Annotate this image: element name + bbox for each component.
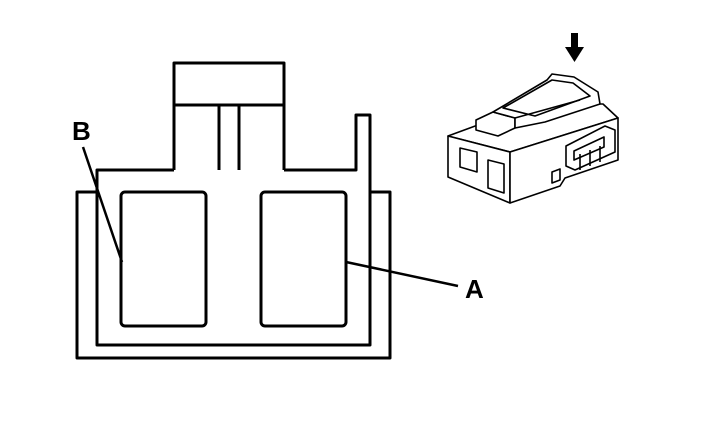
label-a: A xyxy=(465,274,484,304)
terminal-cavity-left xyxy=(119,190,208,328)
iso-small-notch xyxy=(551,168,561,184)
leader-line-b xyxy=(81,146,124,263)
iso-window-left xyxy=(459,147,478,173)
terminal-cavity-right xyxy=(259,190,348,328)
leader-lines xyxy=(81,146,459,288)
iso-side-retainer-slot xyxy=(573,136,605,161)
connector-isometric-view xyxy=(447,73,619,204)
latch-block xyxy=(172,61,286,170)
leader-line-a xyxy=(345,260,459,288)
inner-body xyxy=(95,113,372,347)
connector-front-view xyxy=(75,61,392,360)
outer-housing xyxy=(75,190,392,360)
label-b: B xyxy=(72,116,91,146)
down-arrow-icon xyxy=(565,33,584,62)
iso-latch-edge xyxy=(514,99,581,119)
iso-window-right xyxy=(487,159,505,194)
